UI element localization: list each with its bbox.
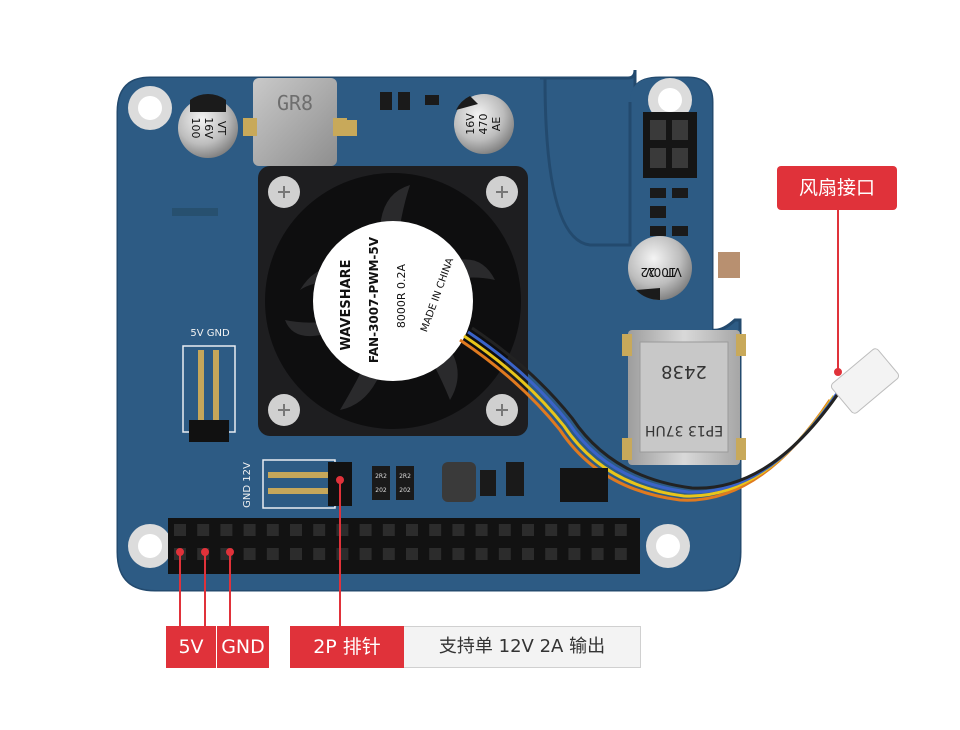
gpio-pin: [406, 548, 418, 560]
gpio-40pin-header: [168, 518, 640, 574]
fan-spec: 8000R 0.2A: [395, 263, 408, 328]
smd-row: [372, 462, 608, 502]
gpio-pin: [614, 524, 627, 536]
tab-smd: [650, 188, 688, 236]
gpio-pin: [498, 548, 511, 560]
gpio-pin: [429, 524, 442, 536]
gpio-pin: [475, 524, 488, 536]
gpio-pin: [591, 548, 604, 560]
gpio-pin: [174, 524, 186, 536]
gpio-pin: [498, 524, 511, 536]
gpio-pin: [243, 548, 256, 560]
mount-hole-br: [646, 524, 690, 568]
gpio-pin: [475, 548, 488, 560]
gpio-pin: [290, 524, 302, 536]
gpio-pin: [545, 548, 558, 560]
gpio-pin: [522, 548, 534, 560]
cap1-marking: 16V: [202, 117, 215, 139]
fan-brand: WAVESHARE: [339, 259, 354, 350]
silk-5v-gnd: 5V GND: [190, 328, 230, 339]
resistor-code: 2R2: [399, 473, 411, 480]
gpio-pin: [336, 524, 349, 536]
mount-hole-tl: [128, 86, 172, 130]
gpio-pin: [545, 524, 558, 536]
capacitor-3: [628, 236, 692, 301]
gpio-pin: [614, 548, 627, 560]
gpio-pin: [406, 524, 418, 536]
gpio-pin: [290, 548, 302, 560]
gpio-pin: [452, 548, 465, 560]
gpio-pin: [568, 524, 581, 536]
transformer: [622, 330, 746, 465]
gpio-pin: [197, 524, 210, 536]
cap2-marking: 470: [477, 114, 490, 135]
header-2p-label: 2P 排针: [290, 626, 404, 668]
capacitor-1: [178, 94, 238, 158]
gpio-pin: [591, 524, 604, 536]
ceramic-cap: [718, 252, 740, 278]
gpio-pin: [266, 548, 279, 560]
cap1-marking: VT: [215, 121, 228, 136]
inductor: GR8: [243, 78, 347, 166]
gpio-pin: [313, 524, 326, 536]
pin-5v-label: 5V: [166, 626, 216, 668]
smd-cluster: [172, 92, 439, 216]
cap3-marking: VT: [666, 265, 682, 279]
cap1-marking: 100: [189, 118, 202, 139]
gpio-pin: [429, 548, 442, 560]
gpio-pin: [220, 524, 233, 536]
cap3-marking: 100V: [645, 265, 677, 279]
transformer-marking-1: 2438: [661, 361, 707, 382]
fan-cable: [459, 326, 844, 502]
capacitor-2: [454, 94, 514, 154]
inductor-text: GR8: [277, 91, 313, 115]
gpio-pin: [382, 524, 395, 536]
gpio-pin: [336, 548, 349, 560]
header-2p-description: 支持单 12V 2A 输出: [404, 626, 641, 668]
resistor-code: 202: [375, 487, 387, 494]
fan-plug: [830, 348, 900, 414]
gpio-pin: [522, 524, 534, 536]
mount-hole-bl: [128, 524, 172, 568]
fan-interface-label: 风扇接口: [777, 166, 897, 210]
callout-lines: [176, 210, 842, 626]
fan-model: FAN-3007-PWM-5V: [367, 236, 381, 363]
gpio-pin: [313, 548, 326, 560]
resistor-code: 2R2: [375, 473, 387, 480]
transformer-marking-2: EP13 37UH: [645, 422, 723, 438]
gpio-pin: [568, 548, 581, 560]
cooling-fan: WAVESHARE FAN-3007-PWM-5V 8000R 0.2A MAD…: [258, 166, 528, 436]
gpio-pin: [452, 524, 465, 536]
cap2-marking: AE: [490, 117, 503, 132]
gpio-pin: [266, 524, 279, 536]
cap2-marking: 16V: [464, 113, 477, 135]
silk-gnd-12v: GND 12V: [242, 462, 253, 508]
gpio-pin: [243, 524, 256, 536]
gpio-pin: [359, 548, 372, 560]
resistor-code: 202: [399, 487, 411, 494]
mount-hole-tr: [648, 78, 692, 122]
fan-power-header: [643, 112, 697, 178]
gpio-pin: [382, 548, 395, 560]
pin-gnd-label: GND: [217, 626, 269, 668]
cap3-marking: 22: [640, 265, 655, 279]
header-5v-gnd: [182, 345, 236, 442]
gpio-pin: [359, 524, 372, 536]
